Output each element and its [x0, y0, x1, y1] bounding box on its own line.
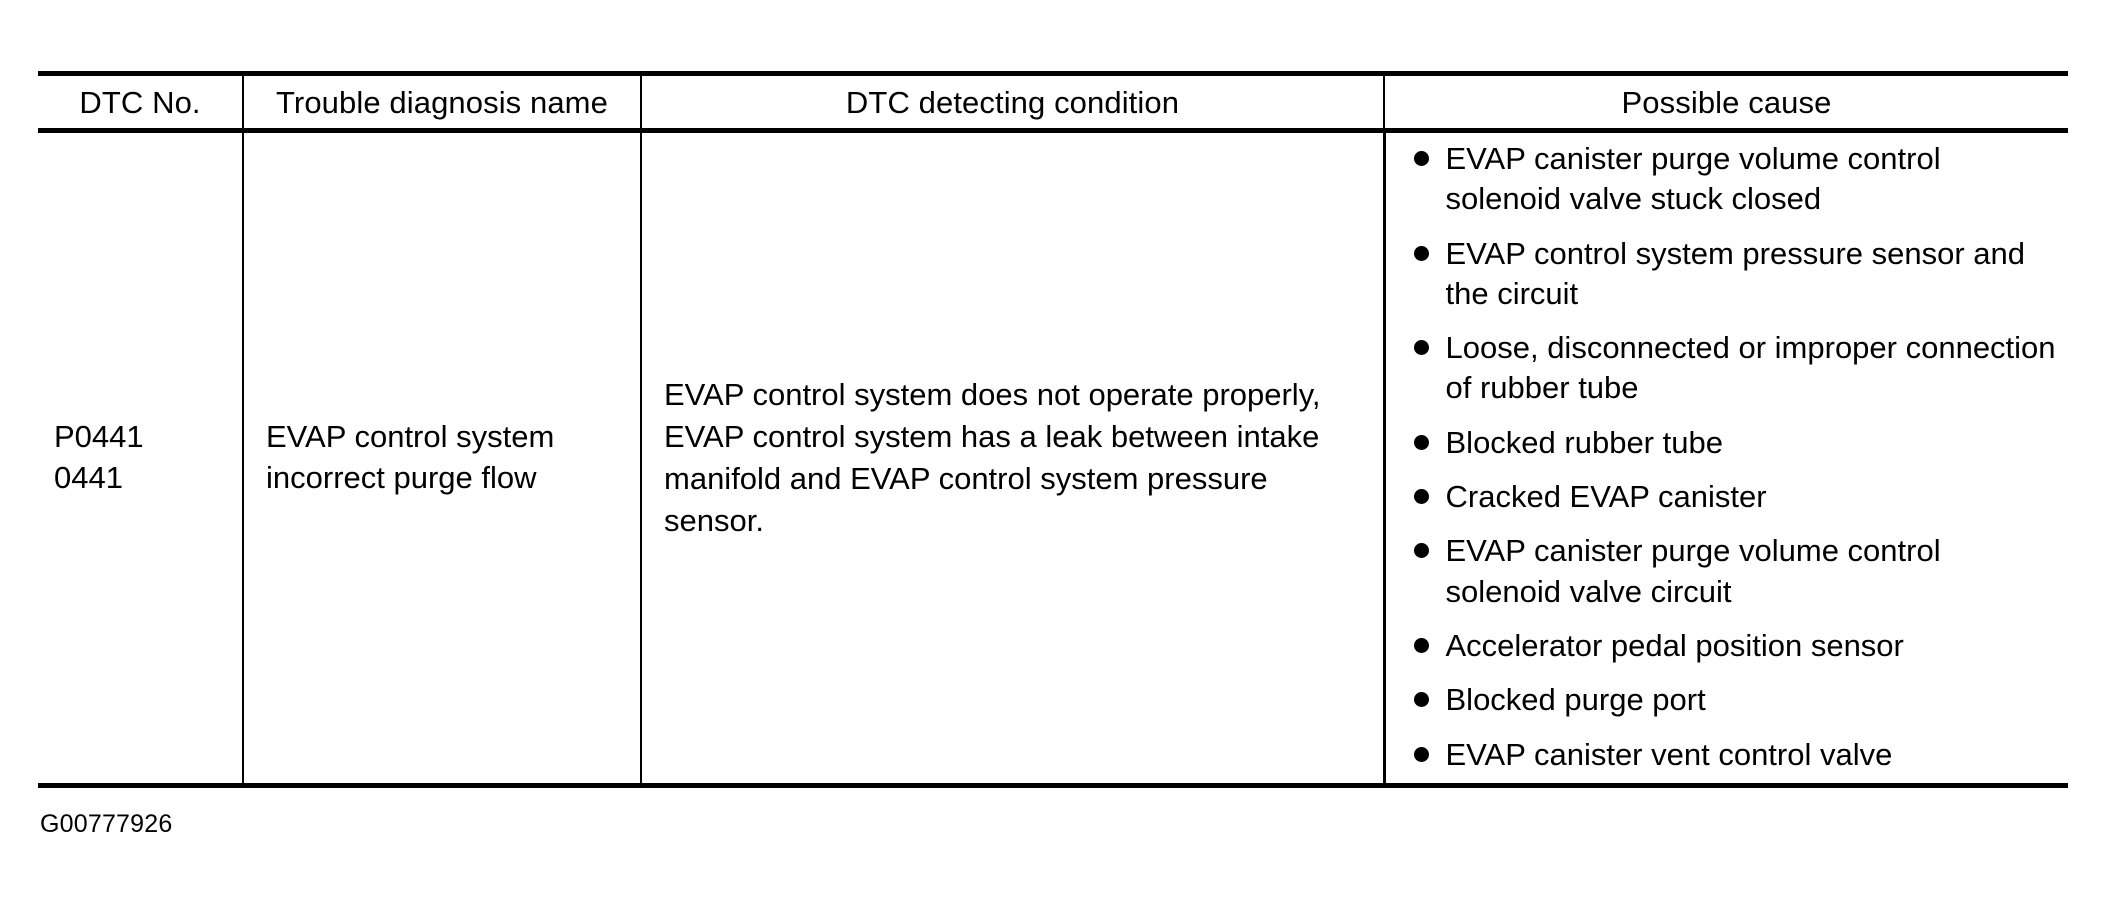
dtc-code-primary: P0441 — [54, 419, 144, 455]
possible-cause-item: Accelerator pedal position sensor — [1410, 626, 2059, 666]
possible-cause-item-label: Accelerator pedal position sensor — [1445, 627, 1904, 663]
trouble-diagnosis-name-text: EVAP control system incorrect purge flow — [266, 419, 555, 495]
bullet-icon — [1413, 434, 1429, 450]
cell-dtc-detecting-condition: EVAP control system does not operate pro… — [641, 130, 1386, 788]
possible-cause-item-label: EVAP canister purge volume control solen… — [1445, 141, 1941, 217]
dtc-code-secondary: 0441 — [54, 459, 123, 495]
bullet-icon — [1413, 151, 1429, 166]
possible-cause-item: EVAP canister vent control valve — [1410, 735, 2059, 775]
column-header-trouble-diagnosis-name: Trouble diagnosis name — [243, 71, 642, 133]
possible-cause-item-label: EVAP canister purge volume control solen… — [1445, 533, 1941, 609]
possible-cause-item-label: EVAP control system pressure sensor and … — [1445, 235, 2026, 311]
possible-cause-item-label: Loose, disconnected or improper connecti… — [1445, 330, 2056, 406]
possible-cause-list: EVAP canister purge volume control solen… — [1386, 133, 2069, 783]
dtc-code-group: P0441 0441 — [38, 417, 242, 499]
bullet-icon — [1413, 692, 1429, 708]
possible-cause-item: EVAP control system pressure sensor and … — [1410, 234, 2059, 315]
possible-cause-item-label: Cracked EVAP canister — [1445, 479, 1767, 515]
column-header-possible-cause: Possible cause — [1384, 71, 2068, 133]
column-header-dtc-detecting-condition: DTC detecting condition — [641, 71, 1385, 133]
possible-cause-item: Blocked purge port — [1410, 680, 2059, 720]
table-header-row: DTC No. Trouble diagnosis name DTC detec… — [38, 71, 2068, 133]
table-header: DTC No. Trouble diagnosis name DTC detec… — [38, 71, 2068, 133]
bullet-icon — [1413, 543, 1429, 559]
bullet-icon — [1413, 340, 1429, 356]
possible-cause-item-label: EVAP canister vent control valve — [1445, 736, 1893, 772]
dtc-diagnosis-table: DTC No. Trouble diagnosis name DTC detec… — [38, 71, 2068, 788]
possible-cause-item-label: Blocked rubber tube — [1445, 424, 1723, 460]
possible-cause-item-label: Blocked purge port — [1445, 682, 1706, 718]
possible-cause-item: EVAP canister purge volume control solen… — [1410, 531, 2059, 612]
possible-cause-item: Blocked rubber tube — [1410, 423, 2059, 463]
column-header-dtc-no: DTC No. — [38, 71, 244, 133]
dtc-detecting-condition-text: EVAP control system does not operate pro… — [664, 377, 1321, 538]
possible-cause-item: Loose, disconnected or improper connecti… — [1410, 328, 2059, 409]
possible-cause-item: Cracked EVAP canister — [1410, 477, 2059, 517]
cell-dtc-no: P0441 0441 — [38, 130, 244, 788]
possible-cause-item: EVAP canister purge volume control solen… — [1410, 139, 2059, 220]
figure-reference-code: G00777926 — [40, 810, 173, 838]
table-row: P0441 0441 EVAP control system incorrect… — [38, 130, 2069, 788]
bullet-icon — [1413, 489, 1429, 505]
bullet-icon — [1413, 746, 1429, 762]
bullet-icon — [1413, 245, 1429, 261]
bullet-icon — [1413, 637, 1429, 653]
cell-possible-cause: EVAP canister purge volume control solen… — [1384, 130, 2069, 788]
table-body: P0441 0441 EVAP control system incorrect… — [38, 130, 2069, 788]
cell-trouble-diagnosis-name: EVAP control system incorrect purge flow — [243, 130, 642, 788]
